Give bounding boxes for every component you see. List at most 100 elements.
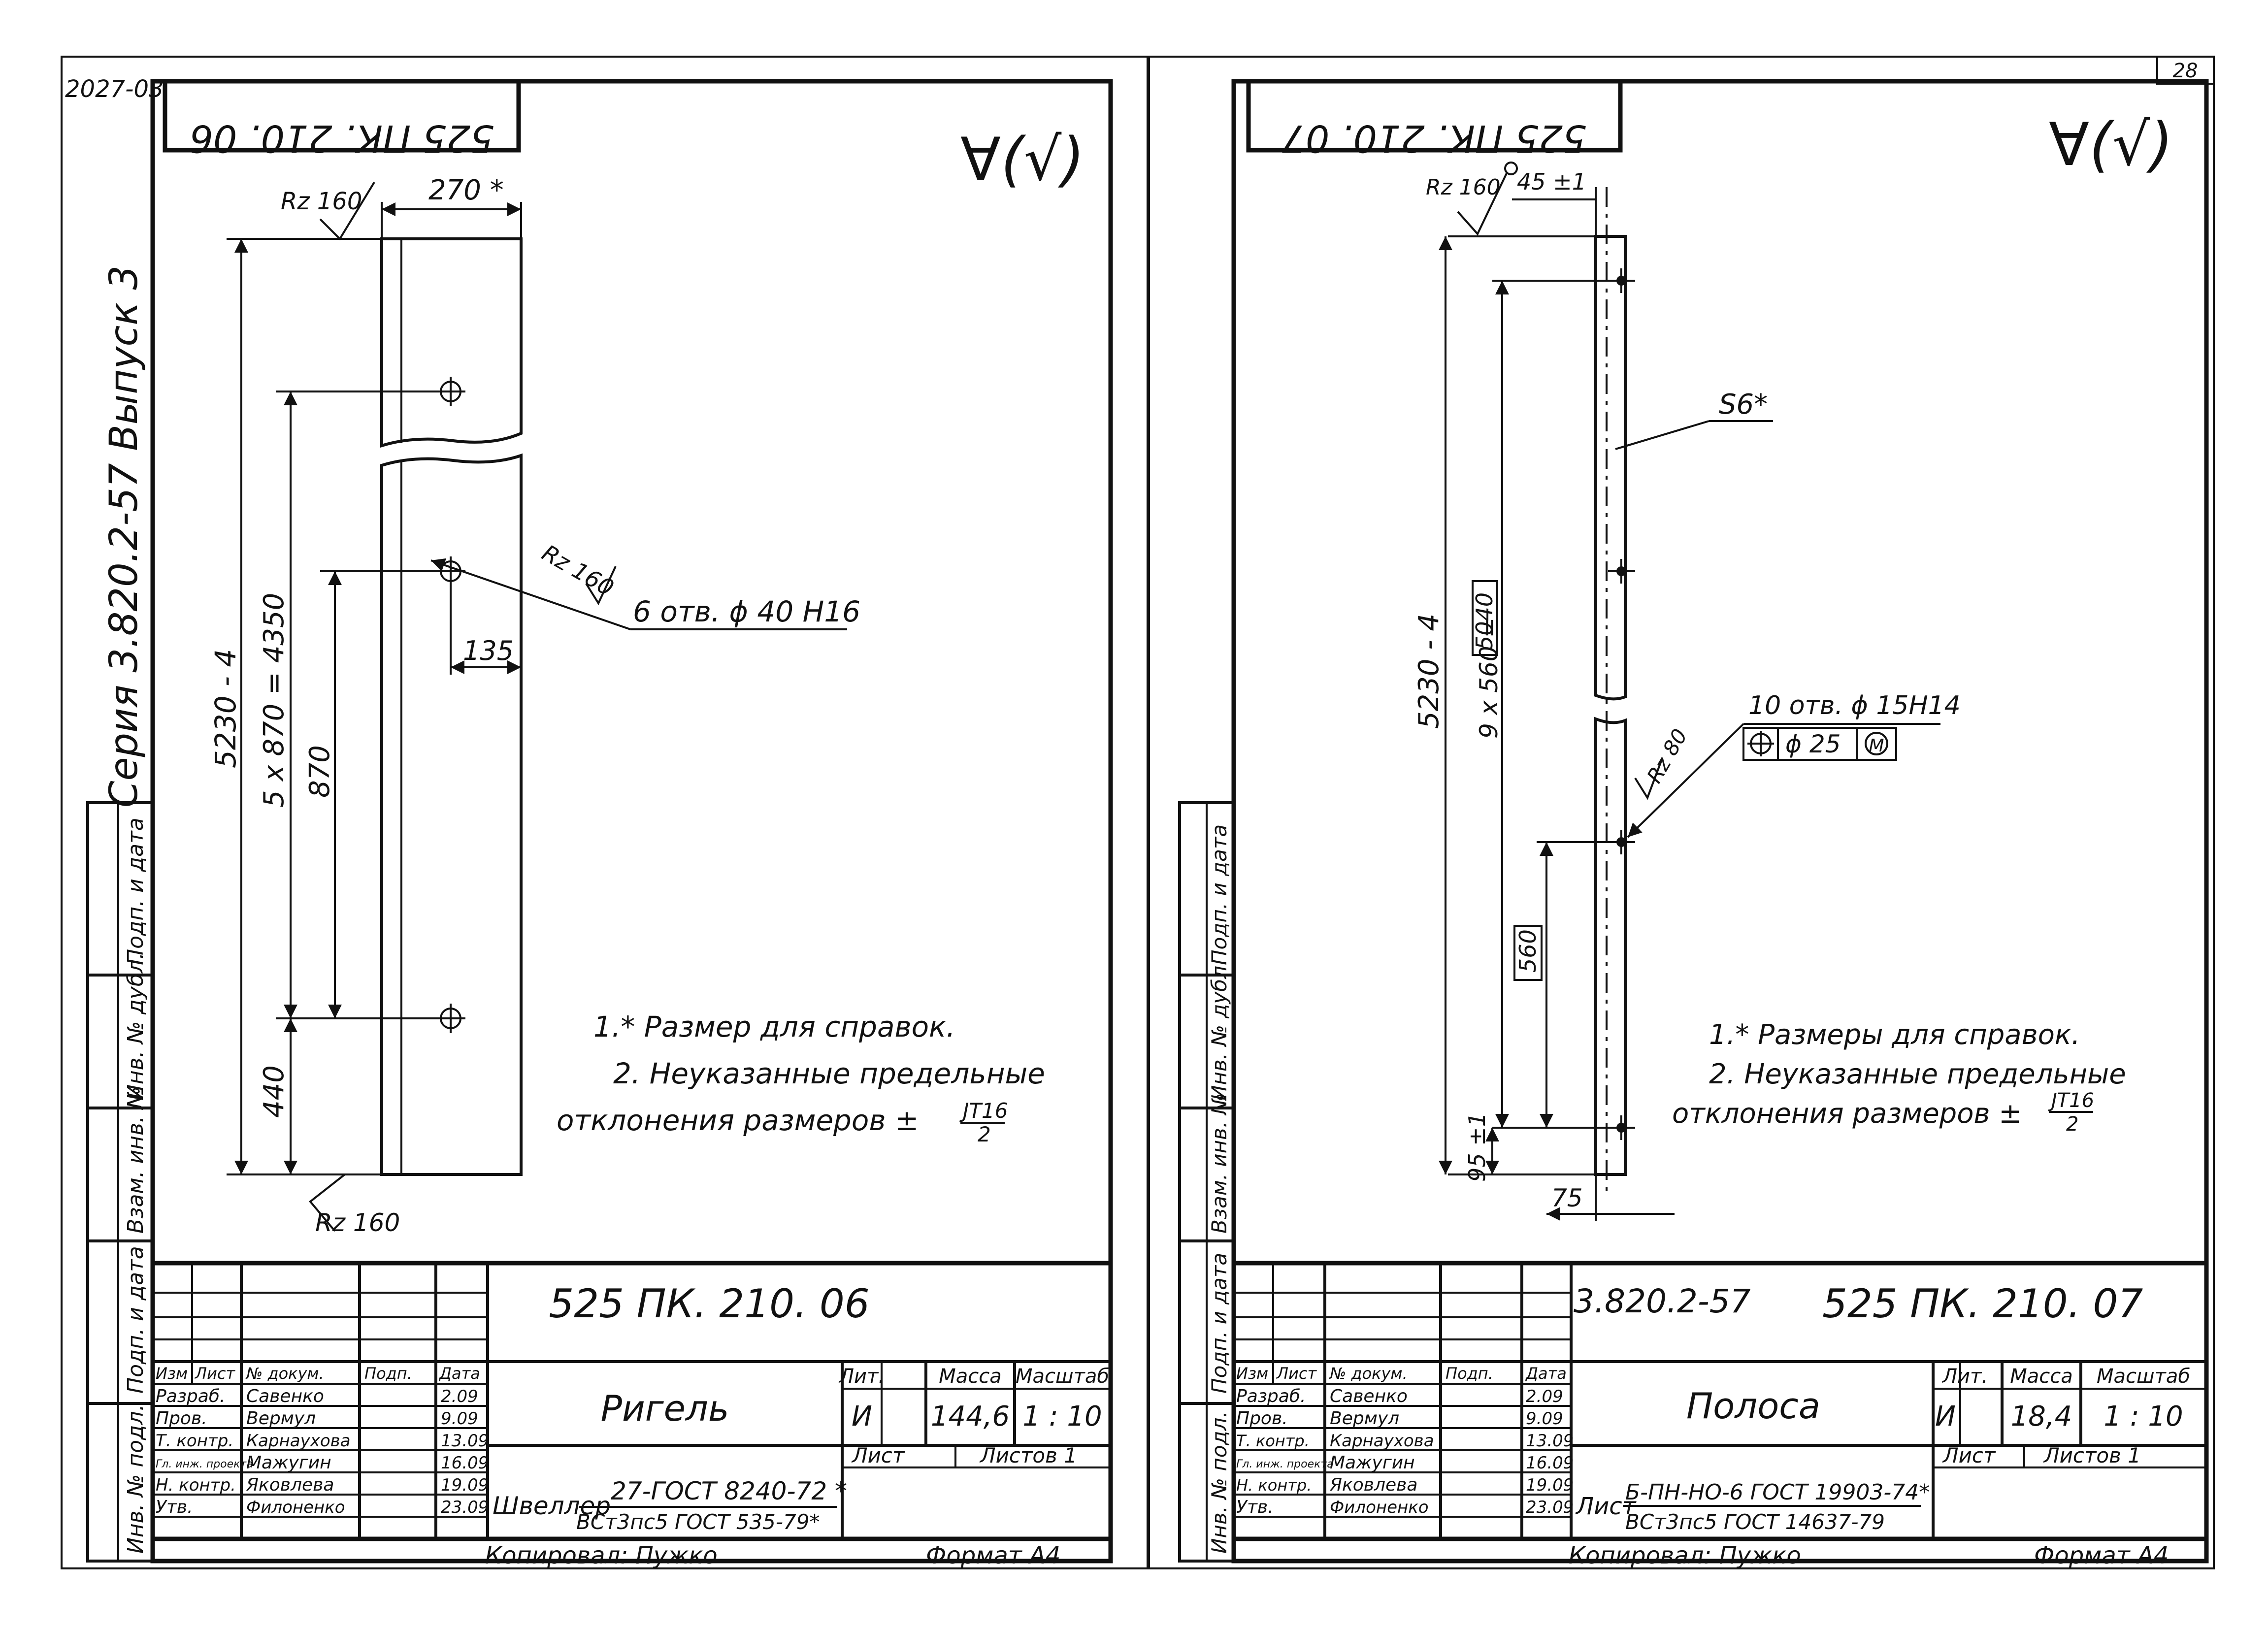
right-tb-scale-label: Масштаб (2097, 1365, 2190, 1388)
left-notes: 1.* Размер для справок. 2. Неуказанные п… (557, 1010, 1045, 1146)
left-name-4: Яковлева (246, 1475, 334, 1495)
left-dimensions: 270 * 5230 - 4 5 x 870 = 4350 870 440 13… (209, 174, 522, 1175)
left-role-4: Н. контр. (156, 1475, 236, 1495)
left-surface-mark: ∀(√) (960, 126, 1085, 194)
right-stamp-4: Подп. и дата (1207, 1253, 1231, 1394)
left-sheet: 525 ПК. 210. 06 ∀(√) Подп. и дата Инв. №… (61, 56, 1150, 1569)
right-name-2: Карнаухова (1330, 1431, 1434, 1451)
left-hdr-izm: Изм (156, 1364, 188, 1383)
right-name-3: Мажугин (1330, 1453, 1415, 1473)
right-rough-top: Rz 160 (1426, 175, 1501, 200)
right-role-0: Разраб. (1236, 1386, 1306, 1406)
left-tol-den: 2 (978, 1122, 991, 1146)
right-role-5: Утв. (1236, 1497, 1274, 1517)
right-callouts: Rz 160 S6* 10 отв. ϕ 15H14 ϕ 25 M Rz 80 (1426, 162, 1961, 838)
left-stamp-4: Подп. и дата (123, 1246, 148, 1394)
dim-pitch-870: 870 (304, 745, 336, 798)
right-footer-format: Формат А4 (2034, 1542, 2169, 1569)
dim-width-270: 270 * (428, 174, 504, 206)
right-side-stamps: Подп. и дата Инв. № дубл. Взам. инв. № П… (1178, 801, 1235, 1563)
rough-bottom: Rz 160 (315, 1208, 400, 1237)
right-tb-scale-value: 1 : 10 (2104, 1401, 2183, 1433)
dim-45: 45 ±1 (1517, 168, 1586, 195)
left-role-5: Утв. (156, 1497, 193, 1517)
right-hdr-list: Лист (1276, 1364, 1317, 1383)
left-hdr-list: Лист (195, 1364, 235, 1383)
left-material-top: 27-ГОСТ 8240-72 * (611, 1477, 847, 1505)
right-tol-num: JT16 (2048, 1089, 2094, 1112)
right-stamp-3: Взам. инв. № (1207, 1093, 1231, 1234)
right-date-4: 19.09 (1526, 1475, 1574, 1495)
left-top-stamp (163, 79, 521, 153)
left-role-3: Гл. инж. проекта (156, 1458, 253, 1470)
binding-series-title: Серия 3.820.2-57 Выпуск 3 (102, 265, 146, 808)
dim-total-length: 5230 - 4 (209, 649, 242, 768)
left-name-2: Карнаухова (246, 1431, 351, 1451)
right-date-1: 9.09 (1526, 1409, 1563, 1429)
left-stamp-2: Инв. № дубл. (123, 952, 148, 1101)
left-tol-num: JT16 (959, 1099, 1008, 1123)
right-role-1: Пров. (1236, 1408, 1288, 1429)
left-tb-designation: 525 ПК. 210. 06 (549, 1281, 869, 1327)
left-part-rigel (380, 237, 523, 1176)
left-tb-scale-value: 1 : 10 (1022, 1401, 1102, 1433)
right-role-3: Гл. инж. проекта (1236, 1458, 1334, 1470)
right-tb-lit-label: Лит. (1941, 1365, 1988, 1388)
right-name-4: Яковлева (1329, 1475, 1417, 1495)
right-note-2b: отклонения размеров ± (1672, 1098, 2022, 1130)
right-tol-den: 2 (2066, 1113, 2078, 1136)
left-hdr-sign: Подп. (364, 1364, 412, 1383)
left-tb-lit-label: Лит. (838, 1365, 885, 1388)
right-dim-pitch-box: 5040 (1471, 592, 1498, 650)
right-stamp-2: Инв. № дубл. (1207, 959, 1231, 1101)
left-tb-mass-value: 144,6 (931, 1401, 1010, 1433)
right-tb-designation: 525 ПК. 210. 07 (1822, 1281, 2143, 1327)
left-date-0: 2.09 (441, 1387, 478, 1406)
left-date-4: 19.09 (441, 1475, 489, 1495)
right-hdr-izm: Изм (1236, 1364, 1268, 1383)
right-role-2: Т. контр. (1236, 1432, 1310, 1450)
right-dim-total: 5230 - 4 (1413, 614, 1445, 729)
dim-pitch-total: 5 x 870 = 4350 (258, 593, 290, 808)
left-role-0: Разраб. (156, 1386, 225, 1406)
left-name-3: Мажугин (246, 1453, 331, 1473)
left-note-2b: отклонения размеров ± (557, 1104, 919, 1137)
left-hole-callout: 6 отв. ϕ 40 H16 (633, 595, 860, 628)
right-hdr-date: Дата (1525, 1364, 1567, 1383)
right-note-1: 1.* Размеры для справок. (1709, 1019, 2080, 1051)
right-dim-95: 95 ±1 (1464, 1112, 1490, 1182)
right-part-strip (1594, 187, 1635, 1192)
left-tb-scale-label: Масштаб (1016, 1365, 1109, 1388)
left-role-1: Пров. (156, 1408, 207, 1429)
left-stamp-1: Подп. и дата (123, 817, 148, 965)
right-title-block: 3.820.2-57 525 ПК. 210. 07 Полоса Лит. М… (1234, 1261, 2206, 1569)
right-note-2a: 2. Неуказанные предельные (1709, 1058, 2126, 1090)
left-stamp-3: Взам. инв. № (123, 1086, 148, 1234)
right-stamp-5: Инв. № подл. (1207, 1411, 1231, 1554)
right-material-top: Б-ПН-НО-6 ГОСТ 19903-74* (1625, 1480, 1930, 1505)
right-dim-75: 75 (1551, 1184, 1583, 1212)
rough-hole: Rz 160 (537, 539, 618, 601)
right-tb-mass-label: Масса (2010, 1365, 2073, 1388)
right-dim-pitch-prefix: 9 x 560 = (1475, 618, 1503, 739)
left-date-5: 23.09 (441, 1498, 489, 1517)
left-name-0: Савенко (246, 1386, 324, 1406)
right-rough-hole: Rz 80 (1642, 725, 1692, 787)
left-note-1: 1.* Размер для справок. (593, 1010, 955, 1043)
right-outer-frame (1147, 56, 2215, 1569)
right-pos-mod: M (1869, 736, 1884, 756)
archive-number: 2027-03 (65, 75, 164, 103)
left-note-2a: 2. Неуказанные предельные (613, 1057, 1045, 1090)
right-pos-tol: ϕ 25 (1785, 730, 1841, 758)
right-top-stamp (1246, 79, 1623, 153)
right-tb-series: 3.820.2-57 (1574, 1282, 1751, 1320)
left-role-2: Т. контр. (156, 1431, 233, 1451)
right-hole-callout: 10 отв. ϕ 15H14 (1748, 691, 1961, 720)
left-date-1: 9.09 (441, 1409, 478, 1429)
right-thickness: S6* (1719, 389, 1768, 421)
left-outer-frame (61, 56, 1150, 1569)
left-top-code: 525 ПК. 210. 06 (190, 117, 494, 161)
left-hdr-doc: № докум. (245, 1364, 324, 1383)
right-date-0: 2.09 (1526, 1387, 1563, 1406)
